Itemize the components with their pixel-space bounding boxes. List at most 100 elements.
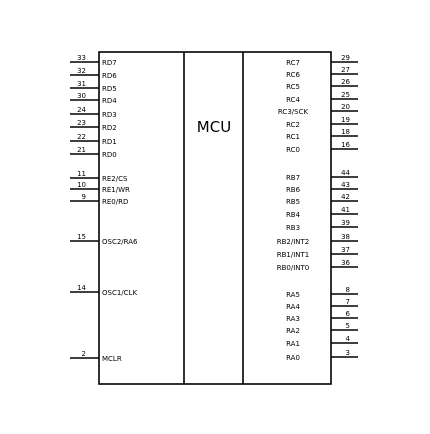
pin-label: RC4 (286, 96, 300, 104)
pin-number: 22 (77, 133, 86, 141)
pin-label: RD3 (102, 111, 117, 119)
pin-label: RB7 (286, 174, 300, 182)
pin-label: RB0/INT0 (277, 264, 310, 272)
pin-label: MCLR (102, 355, 122, 363)
pin-number: 31 (77, 80, 86, 88)
pin-label: RB1/INT1 (277, 251, 310, 259)
pin-label: RB6 (286, 186, 301, 194)
pin-number: 21 (77, 146, 86, 154)
pin-label: RE2/CS (102, 175, 128, 183)
pin-number: 38 (341, 233, 350, 241)
mcu-title: MCU (197, 118, 231, 136)
pin-label: RD2 (102, 124, 117, 132)
mcu-body: MCU (98, 51, 332, 385)
pin-number: 10 (77, 181, 86, 189)
pin-label: RE1/WR (102, 186, 130, 194)
pin-number: 3 (346, 349, 350, 357)
pin-number: 9 (82, 193, 86, 201)
pin-label: RC6 (286, 71, 300, 79)
pin-number: 23 (77, 119, 86, 127)
pin-number: 6 (346, 310, 351, 318)
pin-number: 37 (341, 246, 350, 254)
pin-label: RA2 (286, 327, 300, 335)
pin-label: RC3/SCK (278, 108, 309, 116)
pin-label: RD7 (102, 59, 117, 67)
pin-label: RA1 (286, 340, 300, 348)
pin-number: 33 (77, 54, 86, 62)
pin-label: RC1 (286, 133, 300, 141)
pin-number: 4 (346, 335, 351, 343)
pin-label: RC2 (286, 121, 300, 129)
pin-number: 41 (341, 206, 350, 214)
pin-number: 43 (341, 181, 350, 189)
pin-number: 16 (341, 141, 350, 149)
pin-label: RB3 (286, 224, 300, 232)
pin-label: RC0 (286, 146, 300, 154)
pin-number: 14 (77, 284, 86, 292)
pin-number: 2 (82, 350, 86, 358)
pin-number: 39 (341, 219, 350, 227)
pin-label: RB4 (286, 211, 301, 219)
mcu-outline (98, 51, 332, 385)
pin-number: 36 (341, 259, 350, 267)
pin-number: 32 (77, 67, 86, 75)
pin-number: 24 (77, 106, 86, 114)
pin-label: RD5 (102, 85, 117, 93)
pin-label: RA4 (286, 303, 300, 311)
pin-label: RA0 (286, 354, 300, 362)
pin-label: RB2/INT2 (277, 238, 310, 246)
pin-label: RD1 (102, 138, 117, 146)
pin-label: OSC2/RA6 (102, 238, 138, 246)
pin-number: 7 (346, 298, 350, 306)
pin-label: RD4 (102, 97, 117, 105)
pin-number: 5 (346, 322, 350, 330)
pin-number: 27 (341, 66, 350, 74)
pin-number: 42 (341, 193, 350, 201)
pin-number: 44 (341, 169, 350, 177)
pin-label: RD6 (102, 72, 117, 80)
pin-label: RA3 (286, 315, 300, 323)
pin-number: 20 (341, 103, 350, 111)
right-pin-group: 29RC727RC626RC525RC420RC3/SCK19RC218RC11… (277, 54, 358, 362)
pin-number: 29 (341, 54, 350, 62)
pin-label: RC5 (286, 83, 300, 91)
pin-number: 30 (77, 92, 86, 100)
pin-number: 11 (77, 170, 86, 178)
pin-number: 15 (77, 233, 86, 241)
pin-label: RC7 (286, 59, 300, 67)
pin-number: 25 (341, 91, 350, 99)
